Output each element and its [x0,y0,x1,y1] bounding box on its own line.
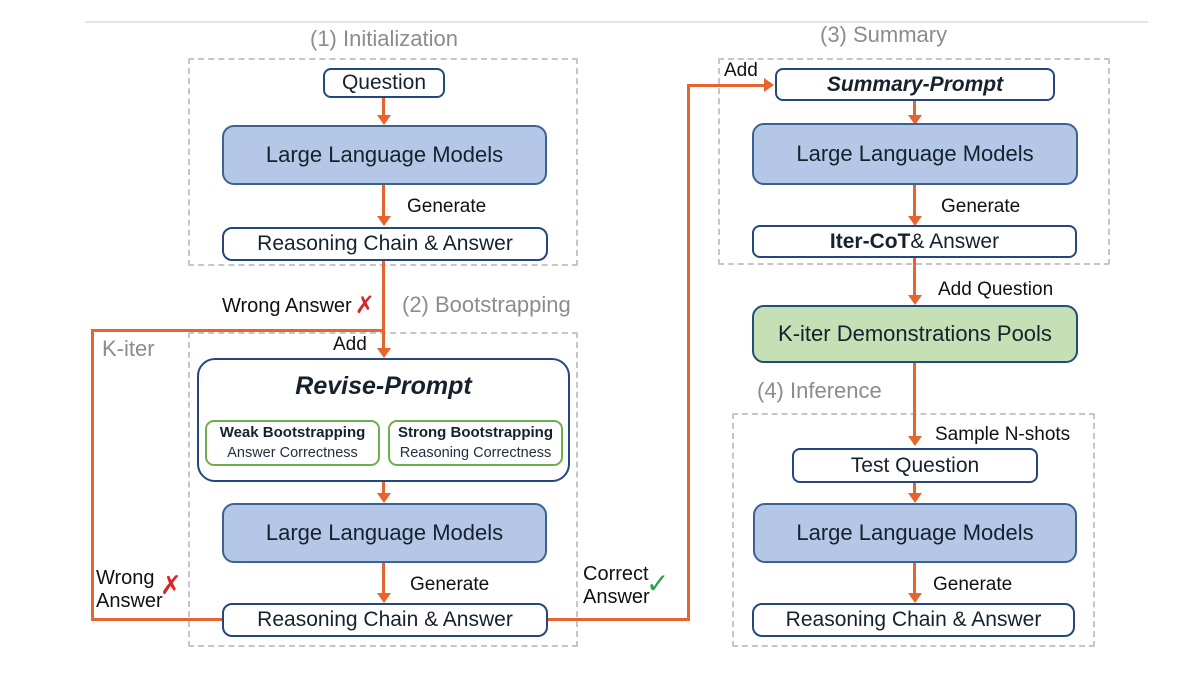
stage-title-summary: (3) Summary [820,22,948,47]
iter-cot-answer-node: Iter-CoT & Answer [752,225,1077,258]
answer-text: Answer [96,590,163,612]
test-question-node: Test Question [792,448,1038,483]
sample-n-shots-label: Sample N-shots [935,424,1071,445]
wrong-answer-label-left: Wrong Answer [96,567,163,613]
k-iter-loop-left-line [91,329,94,621]
arrow-head [908,295,922,305]
cross-icon: ✗ [160,570,182,600]
top-divider-line [85,21,1148,23]
arrow-llm-to-reasoning-2 [382,563,385,593]
arrow-head [908,115,922,125]
arrow-itercot-to-pool [913,258,916,295]
weak-bootstrapping-title: Weak Bootstrapping [219,424,366,441]
weak-bootstrapping-subtitle: Answer Correctness [227,445,358,461]
demonstrations-pool-label: K-iter Demonstrations Pools [778,321,1052,346]
k-iter-label: K-iter [102,336,155,361]
iter-cot-answer-suffix: & Answer [910,229,1000,253]
reasoning-chain-answer-node-inference: Reasoning Chain & Answer [752,603,1075,637]
arrow-summary-prompt-to-llm [913,101,916,115]
question-node: Question [323,68,445,98]
arrow-head [377,493,391,503]
reasoning-chain-answer-node-initialization: Reasoning Chain & Answer [222,227,548,261]
arrow-head [377,216,391,226]
arrow-head-into-summary-prompt [764,78,774,92]
demonstrations-pool-node: K-iter Demonstrations Pools [752,305,1078,363]
stage-title-initialization: (1) Initialization [310,26,458,51]
arrow-head [377,115,391,125]
arrow-revise-to-llm [382,482,385,493]
llm-node-bootstrapping: Large Language Models [222,503,547,563]
stage-title-bootstrapping: (2) Bootstrapping [402,292,571,317]
reasoning-chain-answer-label: Reasoning Chain & Answer [785,608,1042,631]
strong-bootstrapping-title: Strong Bootstrapping [398,424,553,441]
wrong-text: Wrong [96,567,155,589]
reasoning-chain-answer-node-bootstrapping: Reasoning Chain & Answer [222,603,548,637]
stage-title-inference: (4) Inference [757,378,882,403]
reasoning-chain-answer-label: Reasoning Chain & Answer [257,608,513,631]
arrow-pool-to-test-question [913,363,916,436]
llm-node-initialization: Large Language Models [222,125,547,185]
k-iter-loop-bottom-line [91,618,223,621]
reasoning-chain-answer-label: Reasoning Chain & Answer [257,232,513,255]
add-label-bootstrapping: Add [333,334,367,355]
iter-cot-label: Iter-CoT [829,229,911,253]
generate-label-inference: Generate [933,574,1013,595]
add-label-summary: Add [724,60,758,81]
weak-bootstrapping-node: Weak Bootstrapping Answer Correctness [205,420,380,466]
wrong-answer-label-top: Wrong Answer ✗ [222,292,375,319]
check-icon: ✓ [646,568,670,599]
llm-label: Large Language Models [796,141,1034,166]
arrow-question-to-llm [382,98,385,115]
llm-label: Large Language Models [796,520,1034,545]
correct-route-bottom-line [548,618,690,621]
cross-icon: ✗ [354,292,375,319]
correct-answer-label: Correct Answer [583,563,650,609]
arrow-llm-to-itercot [913,185,916,216]
add-question-label: Add Question [938,279,1054,300]
llm-label: Large Language Models [265,520,504,545]
llm-node-summary: Large Language Models [752,123,1078,185]
llm-node-inference: Large Language Models [753,503,1077,563]
summary-prompt-label: Summary-Prompt [826,72,1004,96]
answer-text: Answer [583,586,650,608]
test-question-label: Test Question [850,453,980,477]
arrow-head [908,436,922,446]
k-iter-loop-top-line [91,329,385,332]
correct-text: Correct [583,563,649,585]
generate-label-initialization: Generate [407,196,487,217]
arrow-test-question-to-llm [913,483,916,493]
question-label: Question [341,71,427,94]
arrow-head [908,493,922,503]
llm-label: Large Language Models [265,142,504,167]
correct-route-vertical-line [687,84,690,621]
arrow-wrong-answer-to-revise [382,261,385,348]
arrow-llm-to-reasoning-4 [913,563,916,593]
generate-label-summary: Generate [941,196,1021,217]
revise-prompt-title: Revise-Prompt [295,372,472,400]
arrow-head [377,348,391,358]
summary-prompt-node: Summary-Prompt [775,68,1055,101]
strong-bootstrapping-subtitle: Reasoning Correctness [399,445,552,461]
arrow-head [908,593,922,603]
arrow-head [908,216,922,226]
correct-route-top-line [687,84,764,87]
arrow-llm-to-reasoning [382,185,385,216]
generate-label-bootstrapping: Generate [410,574,490,595]
wrong-answer-text: Wrong Answer [222,295,352,317]
arrow-head [377,593,391,603]
strong-bootstrapping-node: Strong Bootstrapping Reasoning Correctne… [388,420,563,466]
